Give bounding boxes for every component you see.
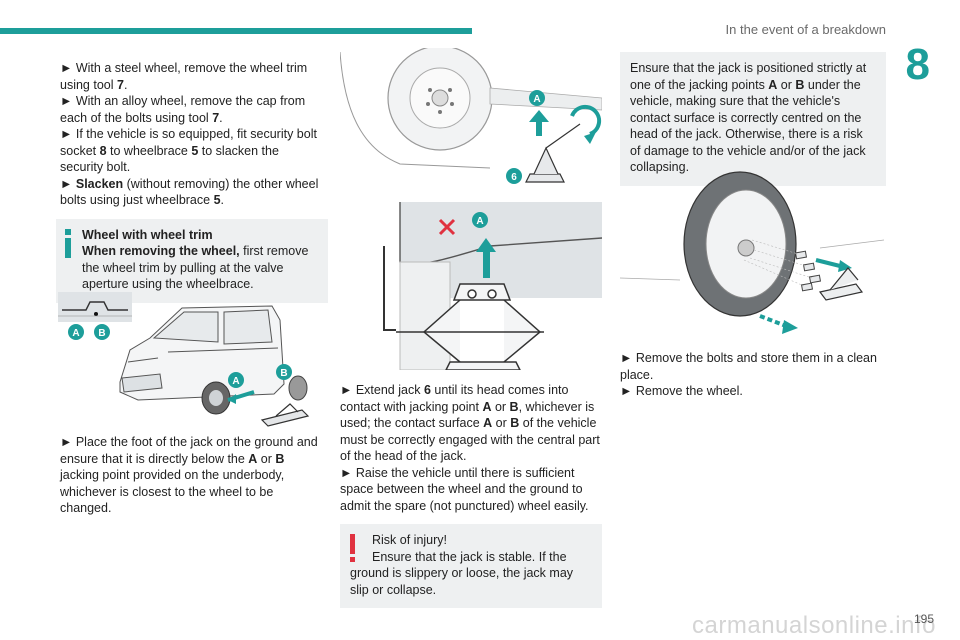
wheel-bolts (794, 250, 822, 292)
label-a-text: A (72, 328, 79, 339)
info-box-title: Wheel with wheel trim (82, 227, 213, 242)
rotate-arrow (570, 104, 602, 136)
step-extend-jack: ► Extend jack 6 until its head comes int… (340, 383, 600, 463)
step-slacken-bolts: ► Slacken (without removing) the other w… (60, 176, 319, 208)
step-store-bolts: ► Remove the bolts and store them in a c… (620, 351, 877, 382)
label-b-badge (94, 324, 110, 340)
warning-text: Ensure that the jack is stable. If the g… (350, 549, 574, 597)
wrong-position-cross (438, 218, 456, 236)
column-2-text: ► Extend jack 6 until its head comes int… (340, 382, 602, 608)
remove-wheel-illustration (620, 171, 884, 334)
column-3-steps: ► Remove the bolts and store them in a c… (620, 350, 886, 400)
up-arrow (536, 120, 542, 136)
step-remove-wheel-trim: ► With a steel wheel, remove the wheel t… (60, 61, 308, 92)
label-a-badge-top (529, 90, 545, 106)
jack-drawing-detail (396, 283, 544, 370)
van-label-b-badge (276, 364, 292, 380)
label-a-badge (68, 324, 84, 340)
jack-small (260, 403, 310, 427)
step-raise-vehicle: ► Raise the vehicle until there is suffi… (340, 465, 589, 513)
bolt-removal-arrow (815, 258, 841, 268)
van-label-a-text: A (232, 376, 239, 387)
jacking-point-inset (58, 292, 132, 322)
column-3: Ensure that the jack is positioned stric… (620, 52, 886, 186)
van-label-a-badge (228, 372, 244, 388)
page-number: 195 (913, 612, 934, 626)
rear-wheel (288, 375, 308, 401)
info-icon (64, 228, 72, 258)
label-6-text: 6 (511, 172, 517, 183)
vehicle-jacking-points-illustration: A B A B (58, 292, 310, 427)
label-b-text: B (98, 328, 105, 339)
warning-title: Risk of injury! (372, 533, 448, 547)
jack-drawing-top (525, 123, 581, 183)
section-title: In the event of a breakdown (725, 22, 886, 37)
step-remove-wheel: ► Remove the wheel. (620, 384, 743, 398)
lift-arrow (483, 248, 490, 278)
label-a-text-top: A (533, 94, 540, 105)
jack-extend-illustration-top: A 6 (340, 48, 602, 184)
van-label-b-text: B (280, 368, 287, 379)
step-remove-bolt-caps: ► With an alloy wheel, remove the cap fr… (60, 94, 306, 125)
van-drawing (119, 305, 285, 401)
warning-box: Risk of injury! Ensure that the jack is … (340, 524, 602, 608)
jack-extend-illustration-detail: A (383, 202, 602, 370)
warning-icon (348, 534, 356, 562)
label-a-badge-detail (472, 212, 488, 228)
column-1: ► With a steel wheel, remove the wheel t… (56, 60, 328, 303)
info-box-wheel-trim: Wheel with wheel trim When removing the … (56, 218, 328, 303)
wheel-removal-arrow (759, 314, 787, 328)
place-jack-text: ► Place the foot of the jack on the grou… (60, 435, 318, 515)
header-accent-bar (0, 28, 472, 34)
note-box-jack-position: Ensure that the jack is positioned stric… (620, 52, 886, 186)
chapter-number: 8 (905, 40, 930, 89)
label-a-text-detail: A (476, 216, 483, 227)
label-6-badge (506, 168, 522, 184)
info-box-text: When removing the wheel, first remove th… (82, 244, 309, 291)
step-security-bolt: ► If the vehicle is so equipped, fit sec… (60, 127, 317, 174)
jack-drawing-right (818, 267, 864, 301)
wheelbrace-handle (383, 246, 396, 331)
watermark: carmanualsonline.info (692, 612, 936, 639)
